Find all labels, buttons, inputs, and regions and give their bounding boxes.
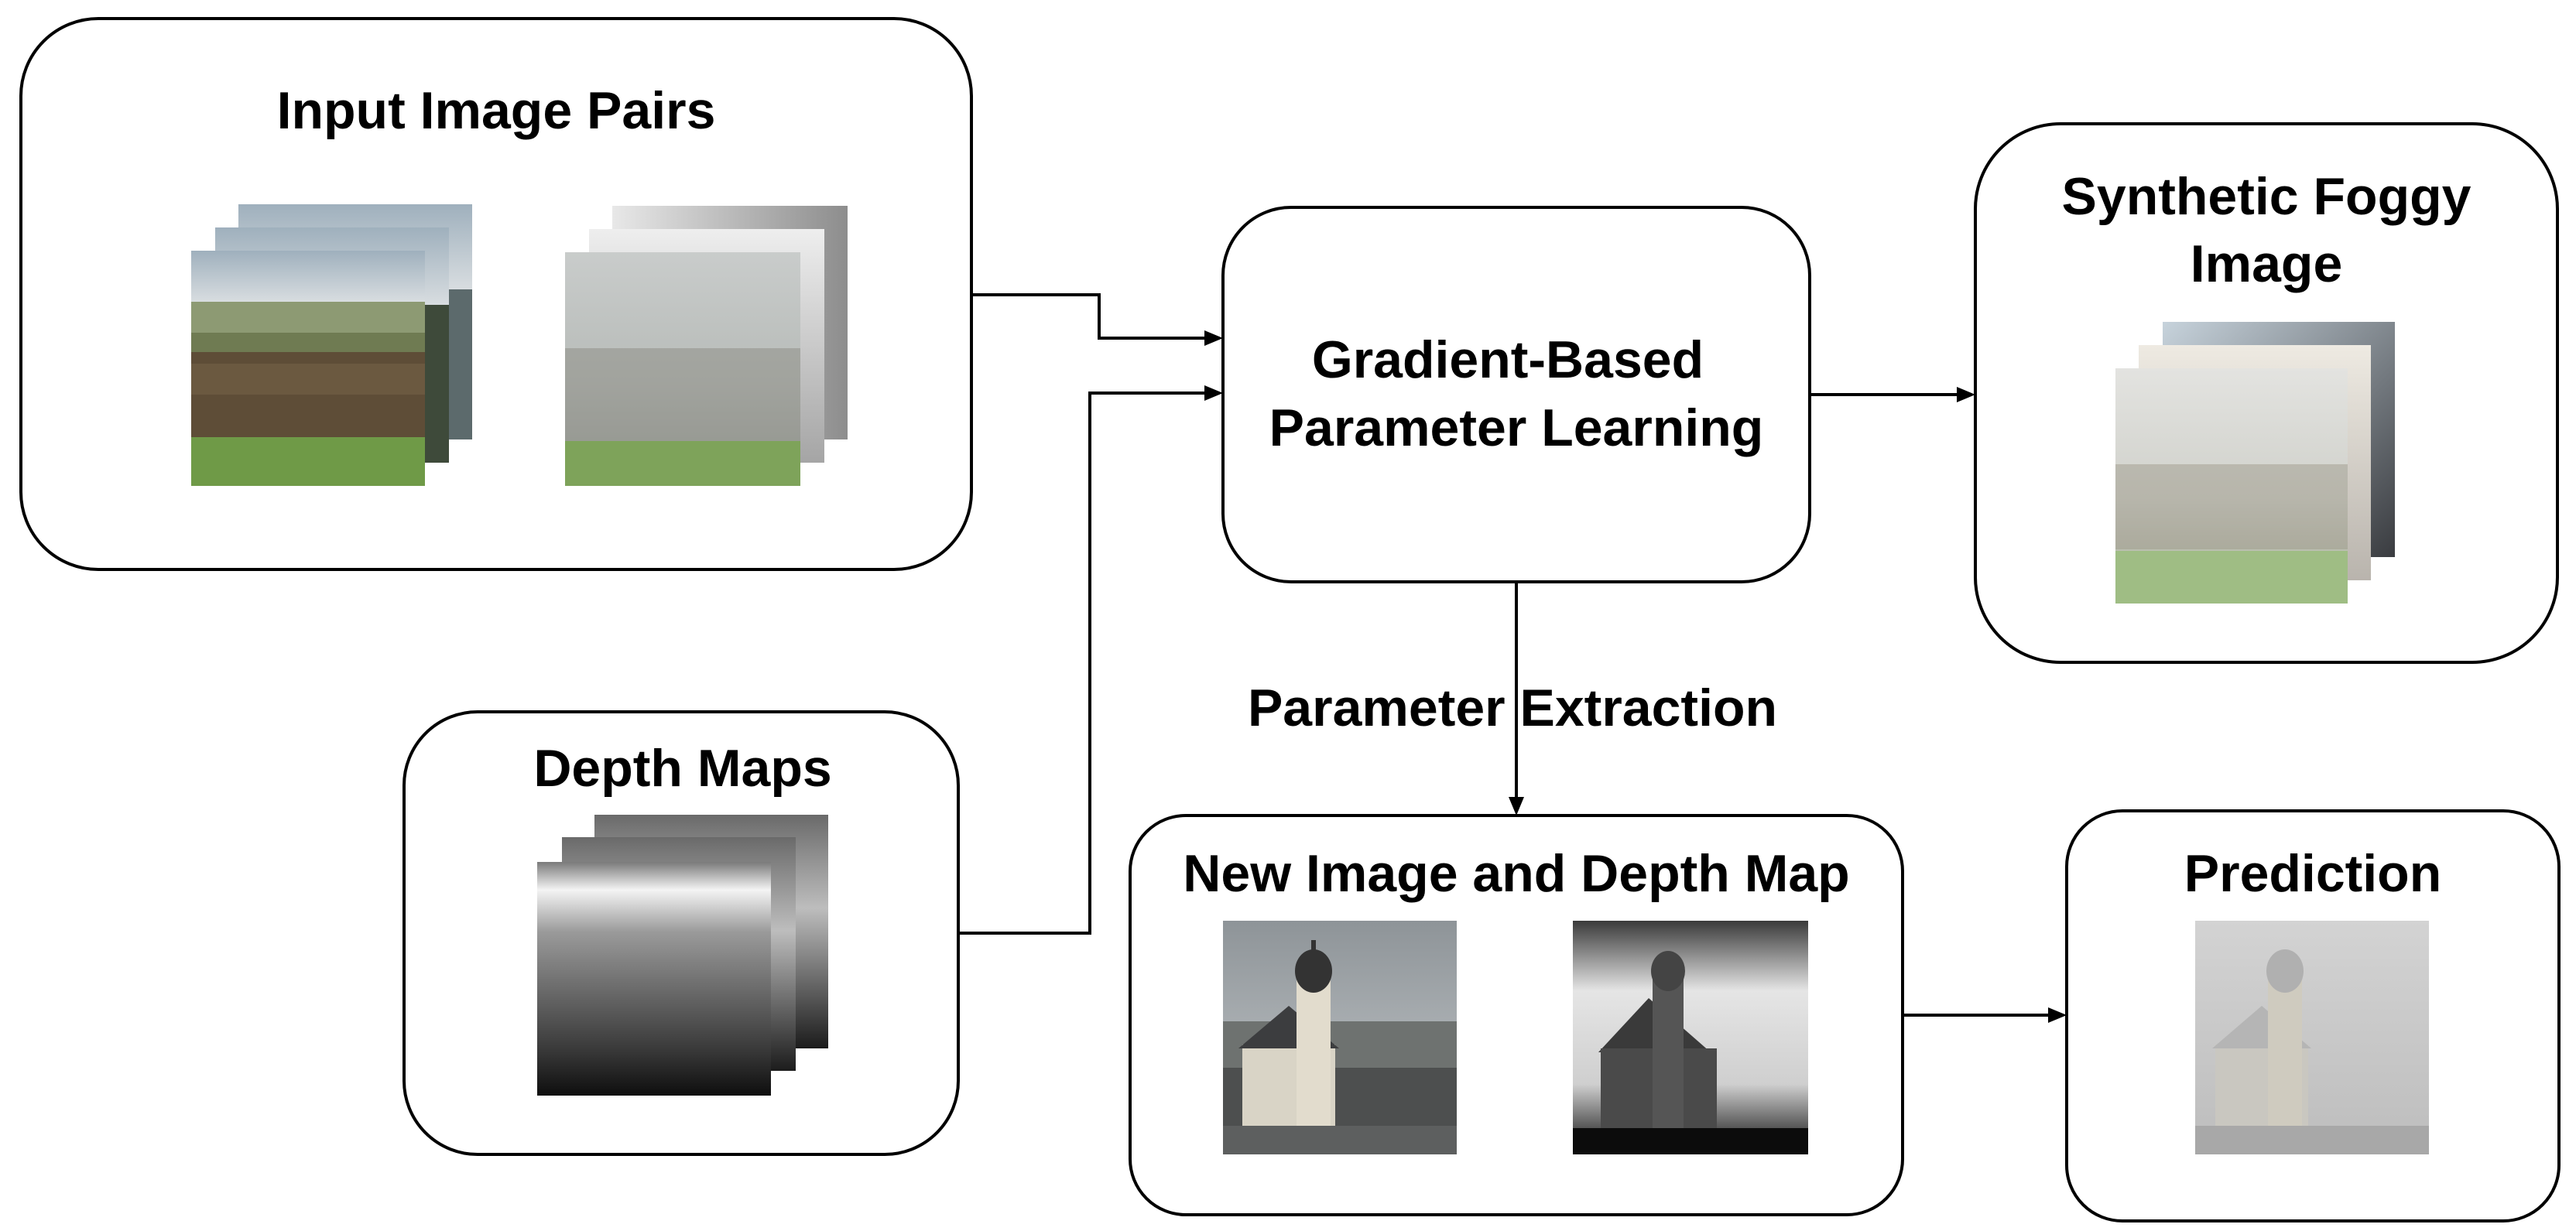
edge-input-pairs-to-gradient <box>971 293 1223 346</box>
edge-gradient-to-new-image <box>1509 582 1524 816</box>
node-prediction: Prediction <box>2065 809 2561 1222</box>
foggy-image-stack <box>565 206 848 486</box>
node-gradient-line1: Gradient-Based <box>1312 330 1704 389</box>
edge-depth-maps-to-gradient <box>958 385 1223 935</box>
node-input-image-pairs-title: Input Image Pairs <box>277 81 716 140</box>
node-gradient-line2: Parameter Learning <box>1269 398 1764 457</box>
church-photo <box>1223 921 1457 1154</box>
synthetic-image-stack <box>2115 322 2395 604</box>
church-depth-map <box>1573 921 1808 1154</box>
node-depth-maps: Depth Maps <box>402 710 960 1156</box>
edge-label-parameter-extraction: Parameter Extraction <box>1248 679 1777 737</box>
node-depth-maps-title: Depth Maps <box>533 739 831 798</box>
edge-gradient-to-synthetic <box>1810 387 1975 402</box>
node-gradient-based-learning: Gradient-Based Parameter Learning <box>1221 206 1811 583</box>
depth-map-stack <box>537 815 828 1096</box>
node-prediction-title: Prediction <box>2184 844 2442 903</box>
node-synthetic-foggy-image: Synthetic Foggy Image <box>1974 122 2559 664</box>
node-input-image-pairs: Input Image Pairs <box>19 17 973 571</box>
node-synthetic-line2: Image <box>2191 234 2343 293</box>
node-synthetic-line1: Synthetic Foggy <box>2062 167 2472 226</box>
edge-new-image-to-prediction <box>1903 1007 2067 1023</box>
prediction-image <box>2195 921 2429 1154</box>
clear-image-stack <box>191 204 472 486</box>
node-new-image-title: New Image and Depth Map <box>1183 844 1849 903</box>
node-new-image-and-depth-map: New Image and Depth Map <box>1129 814 1904 1216</box>
